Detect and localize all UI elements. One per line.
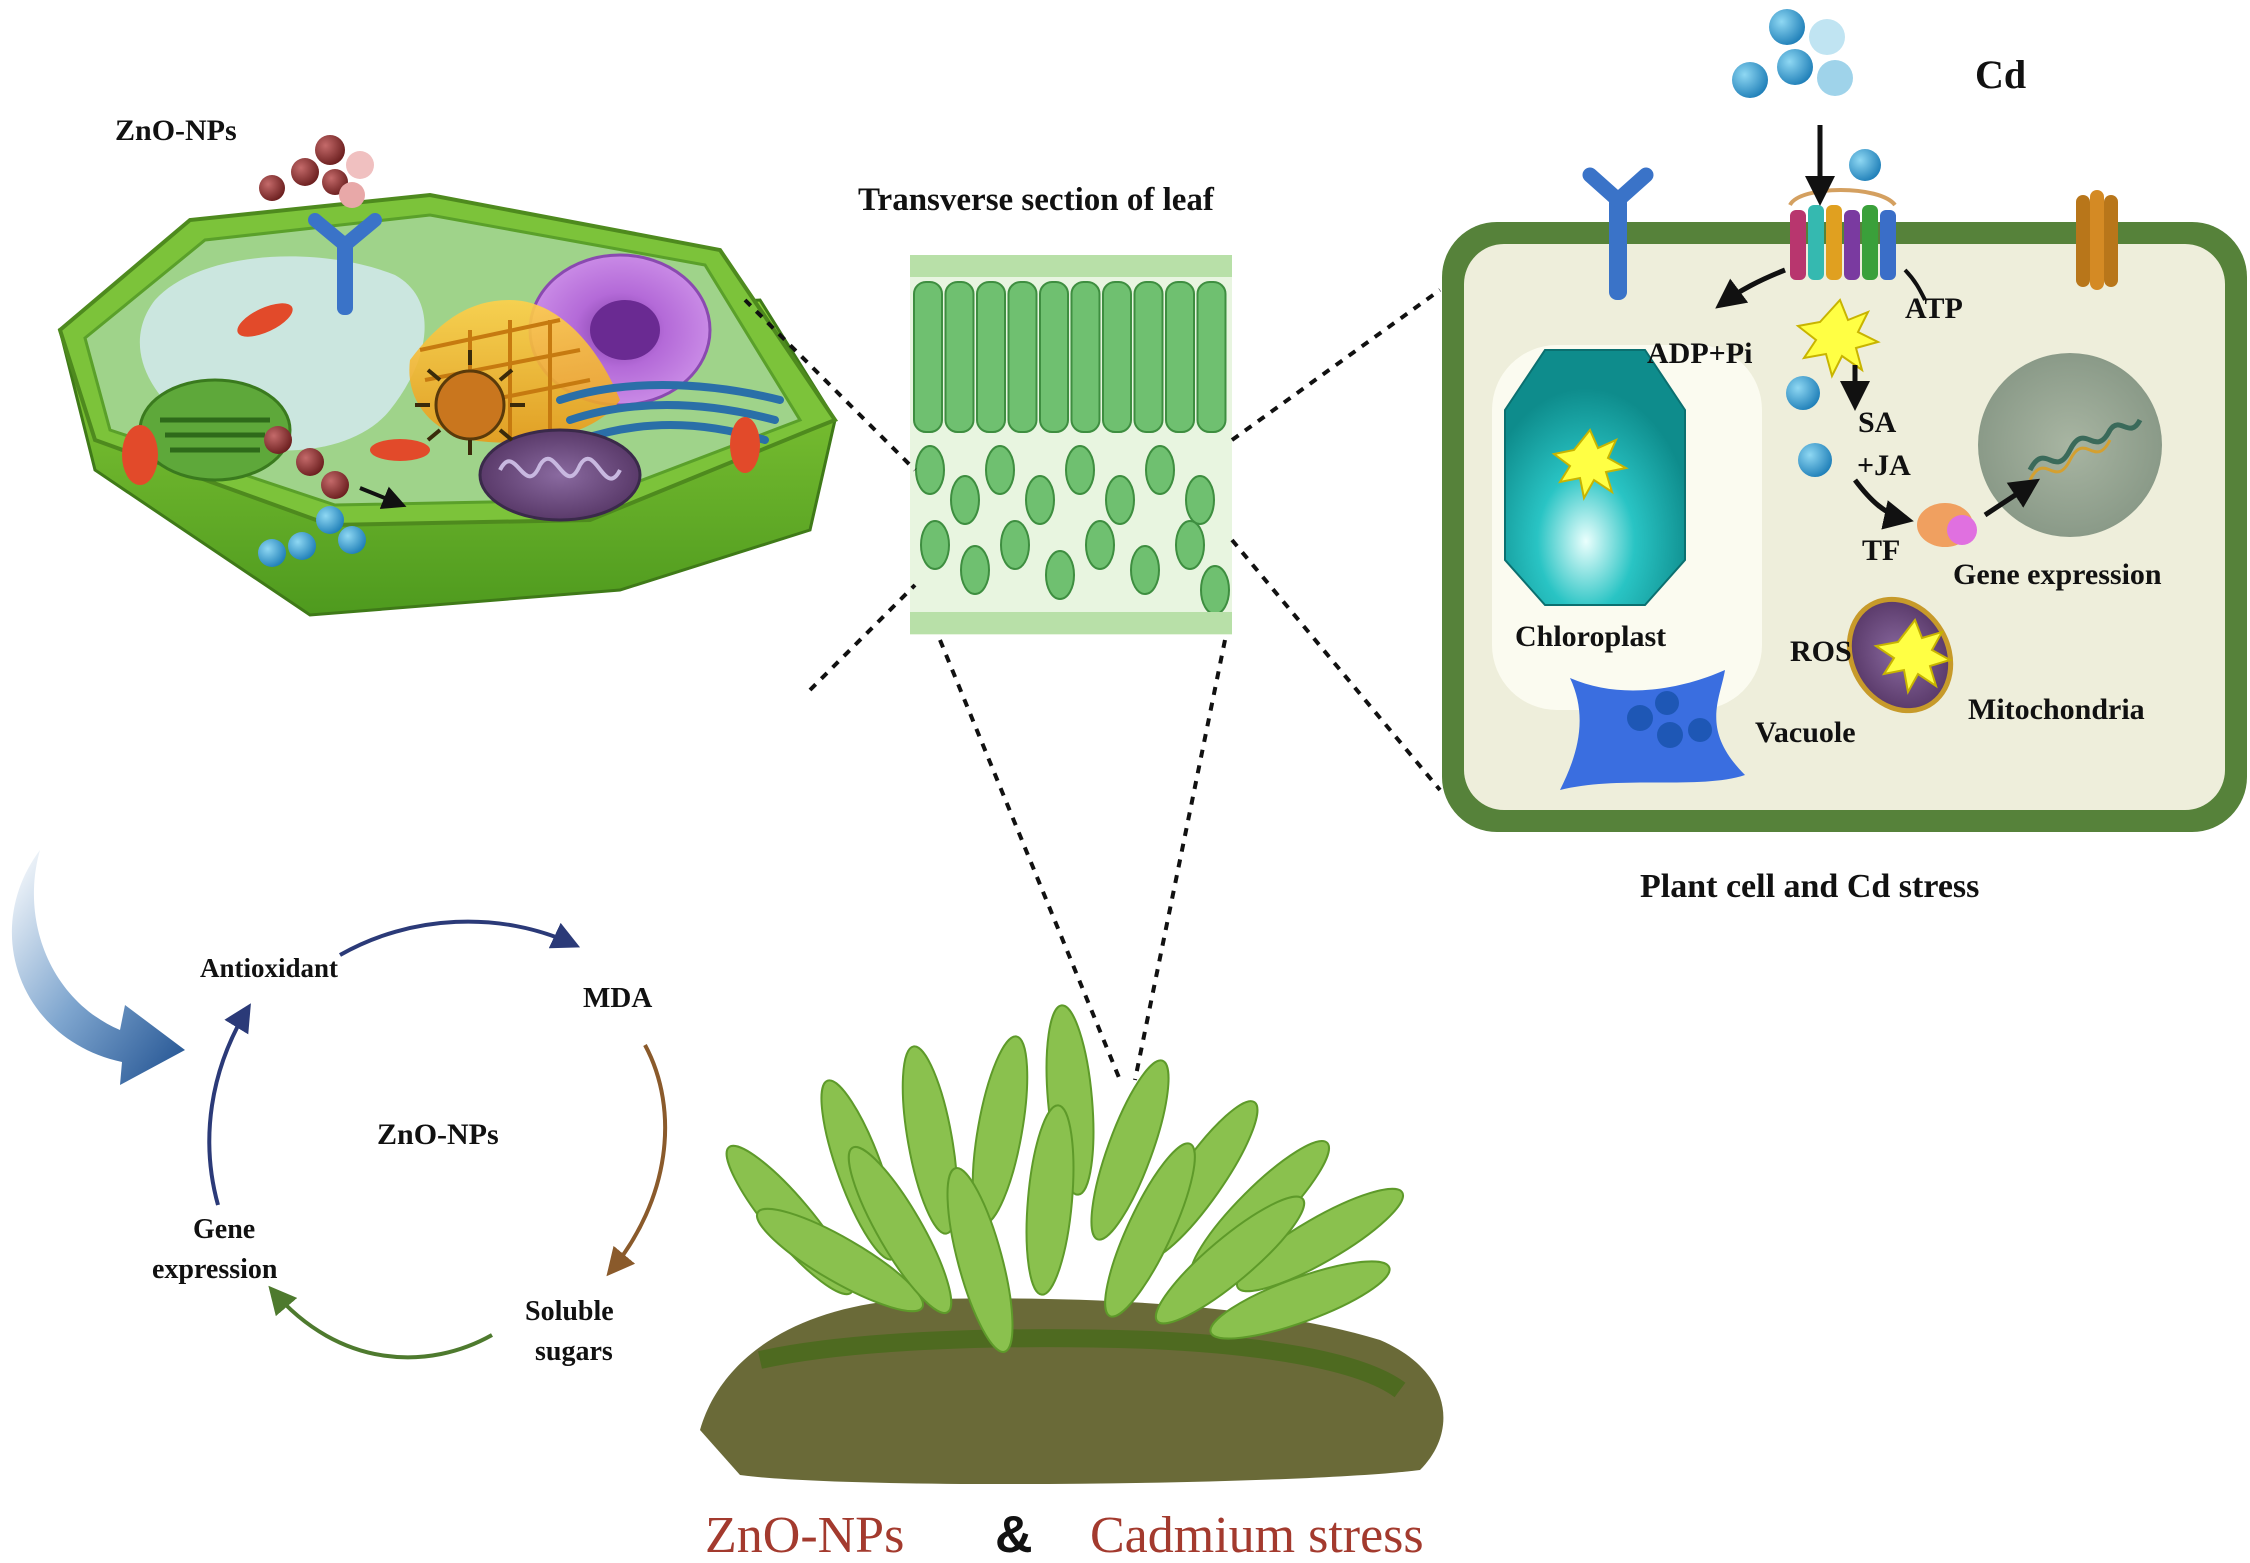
spongy-cell <box>1000 520 1030 570</box>
spongy-cell <box>1175 520 1205 570</box>
palisade-cell <box>1039 281 1069 433</box>
cycle-center: ZnO-NPs <box>377 1118 499 1151</box>
plant-cell-illustration <box>57 192 839 617</box>
cd-ions <box>1732 9 1853 98</box>
palisade-cell <box>1196 281 1227 433</box>
cycle-expression: expression <box>152 1254 278 1285</box>
spongy-cell <box>1105 475 1135 525</box>
zno-cycle <box>207 919 668 1360</box>
spongy-cell <box>1065 445 1095 495</box>
spongy-cell <box>1185 475 1215 525</box>
spongy-cell <box>920 520 950 570</box>
plant-leaf <box>847 1145 953 1315</box>
plant-leaf <box>1104 1142 1196 1318</box>
chloroplast-label: Chloroplast <box>1515 620 1666 653</box>
palisade-cell <box>1070 281 1101 433</box>
spongy-cell <box>985 445 1015 495</box>
dashed-connectors <box>743 288 1442 1081</box>
spongy-cell <box>915 445 945 495</box>
tf-label: TF <box>1862 534 1900 567</box>
plant-leaf <box>1090 1059 1170 1241</box>
plant-leaf <box>901 1045 959 1235</box>
cycle-soluble: Soluble <box>525 1296 614 1327</box>
zno-label: ZnO-NPs <box>115 114 237 147</box>
spongy-cell <box>1085 520 1115 570</box>
mitochondria-label: Mitochondria <box>1968 693 2145 726</box>
spongy-cell <box>950 475 980 525</box>
plant-leaf <box>1025 1104 1075 1296</box>
bottom-caption-zno: ZnO-NPs <box>705 1507 904 1563</box>
spongy-cell <box>1045 550 1075 600</box>
palisade-cell <box>944 281 975 433</box>
palisade-cell <box>1133 281 1164 433</box>
sa-label: SA <box>1858 406 1897 439</box>
ros-label: ROS <box>1790 635 1852 668</box>
cycle-antioxidant: Antioxidant <box>200 953 338 983</box>
palisade-cell <box>1102 281 1132 433</box>
leaf-section-title: Transverse section of leaf <box>858 182 1215 218</box>
palisade-cell <box>1165 281 1195 433</box>
spongy-cell <box>1025 475 1055 525</box>
spongy-cell <box>1130 545 1160 595</box>
plant-photo <box>700 1004 1444 1485</box>
palisade-cell <box>976 281 1006 433</box>
palisade-cell <box>913 281 943 433</box>
adp-label: ADP+Pi <box>1647 337 1752 370</box>
transition-arrow <box>11 850 185 1085</box>
atp-label: ATP <box>1905 292 1963 325</box>
cycle-mda: MDA <box>583 982 652 1014</box>
bottom-caption-cadmium: Cadmium stress <box>1090 1507 1424 1563</box>
right-cell-caption: Plant cell and Cd stress <box>1640 868 1979 905</box>
cycle-gene: Gene <box>193 1214 255 1245</box>
plant-leaf <box>946 1167 1014 1353</box>
vacuole-label: Vacuole <box>1755 716 1856 749</box>
spongy-cell <box>1200 565 1230 615</box>
palisade-cell <box>1007 281 1038 433</box>
plant-leaf <box>1154 1195 1306 1325</box>
ja-label: +JA <box>1857 449 1911 482</box>
plant-leaf <box>1235 1187 1405 1293</box>
bottom-caption-amp: & <box>995 1506 1033 1563</box>
spongy-cell <box>1145 445 1175 495</box>
cd-stress-cell <box>1442 125 2247 832</box>
cycle-sugars: sugars <box>535 1336 613 1367</box>
zno-particles <box>259 135 374 208</box>
spongy-cell <box>960 545 990 595</box>
gene-expression-label: Gene expression <box>1953 558 2162 591</box>
plant-leaf <box>1209 1260 1391 1340</box>
plant-leaf <box>755 1207 925 1313</box>
cd-label: Cd <box>1975 52 2026 97</box>
leaf-cross-section <box>910 255 1232 635</box>
